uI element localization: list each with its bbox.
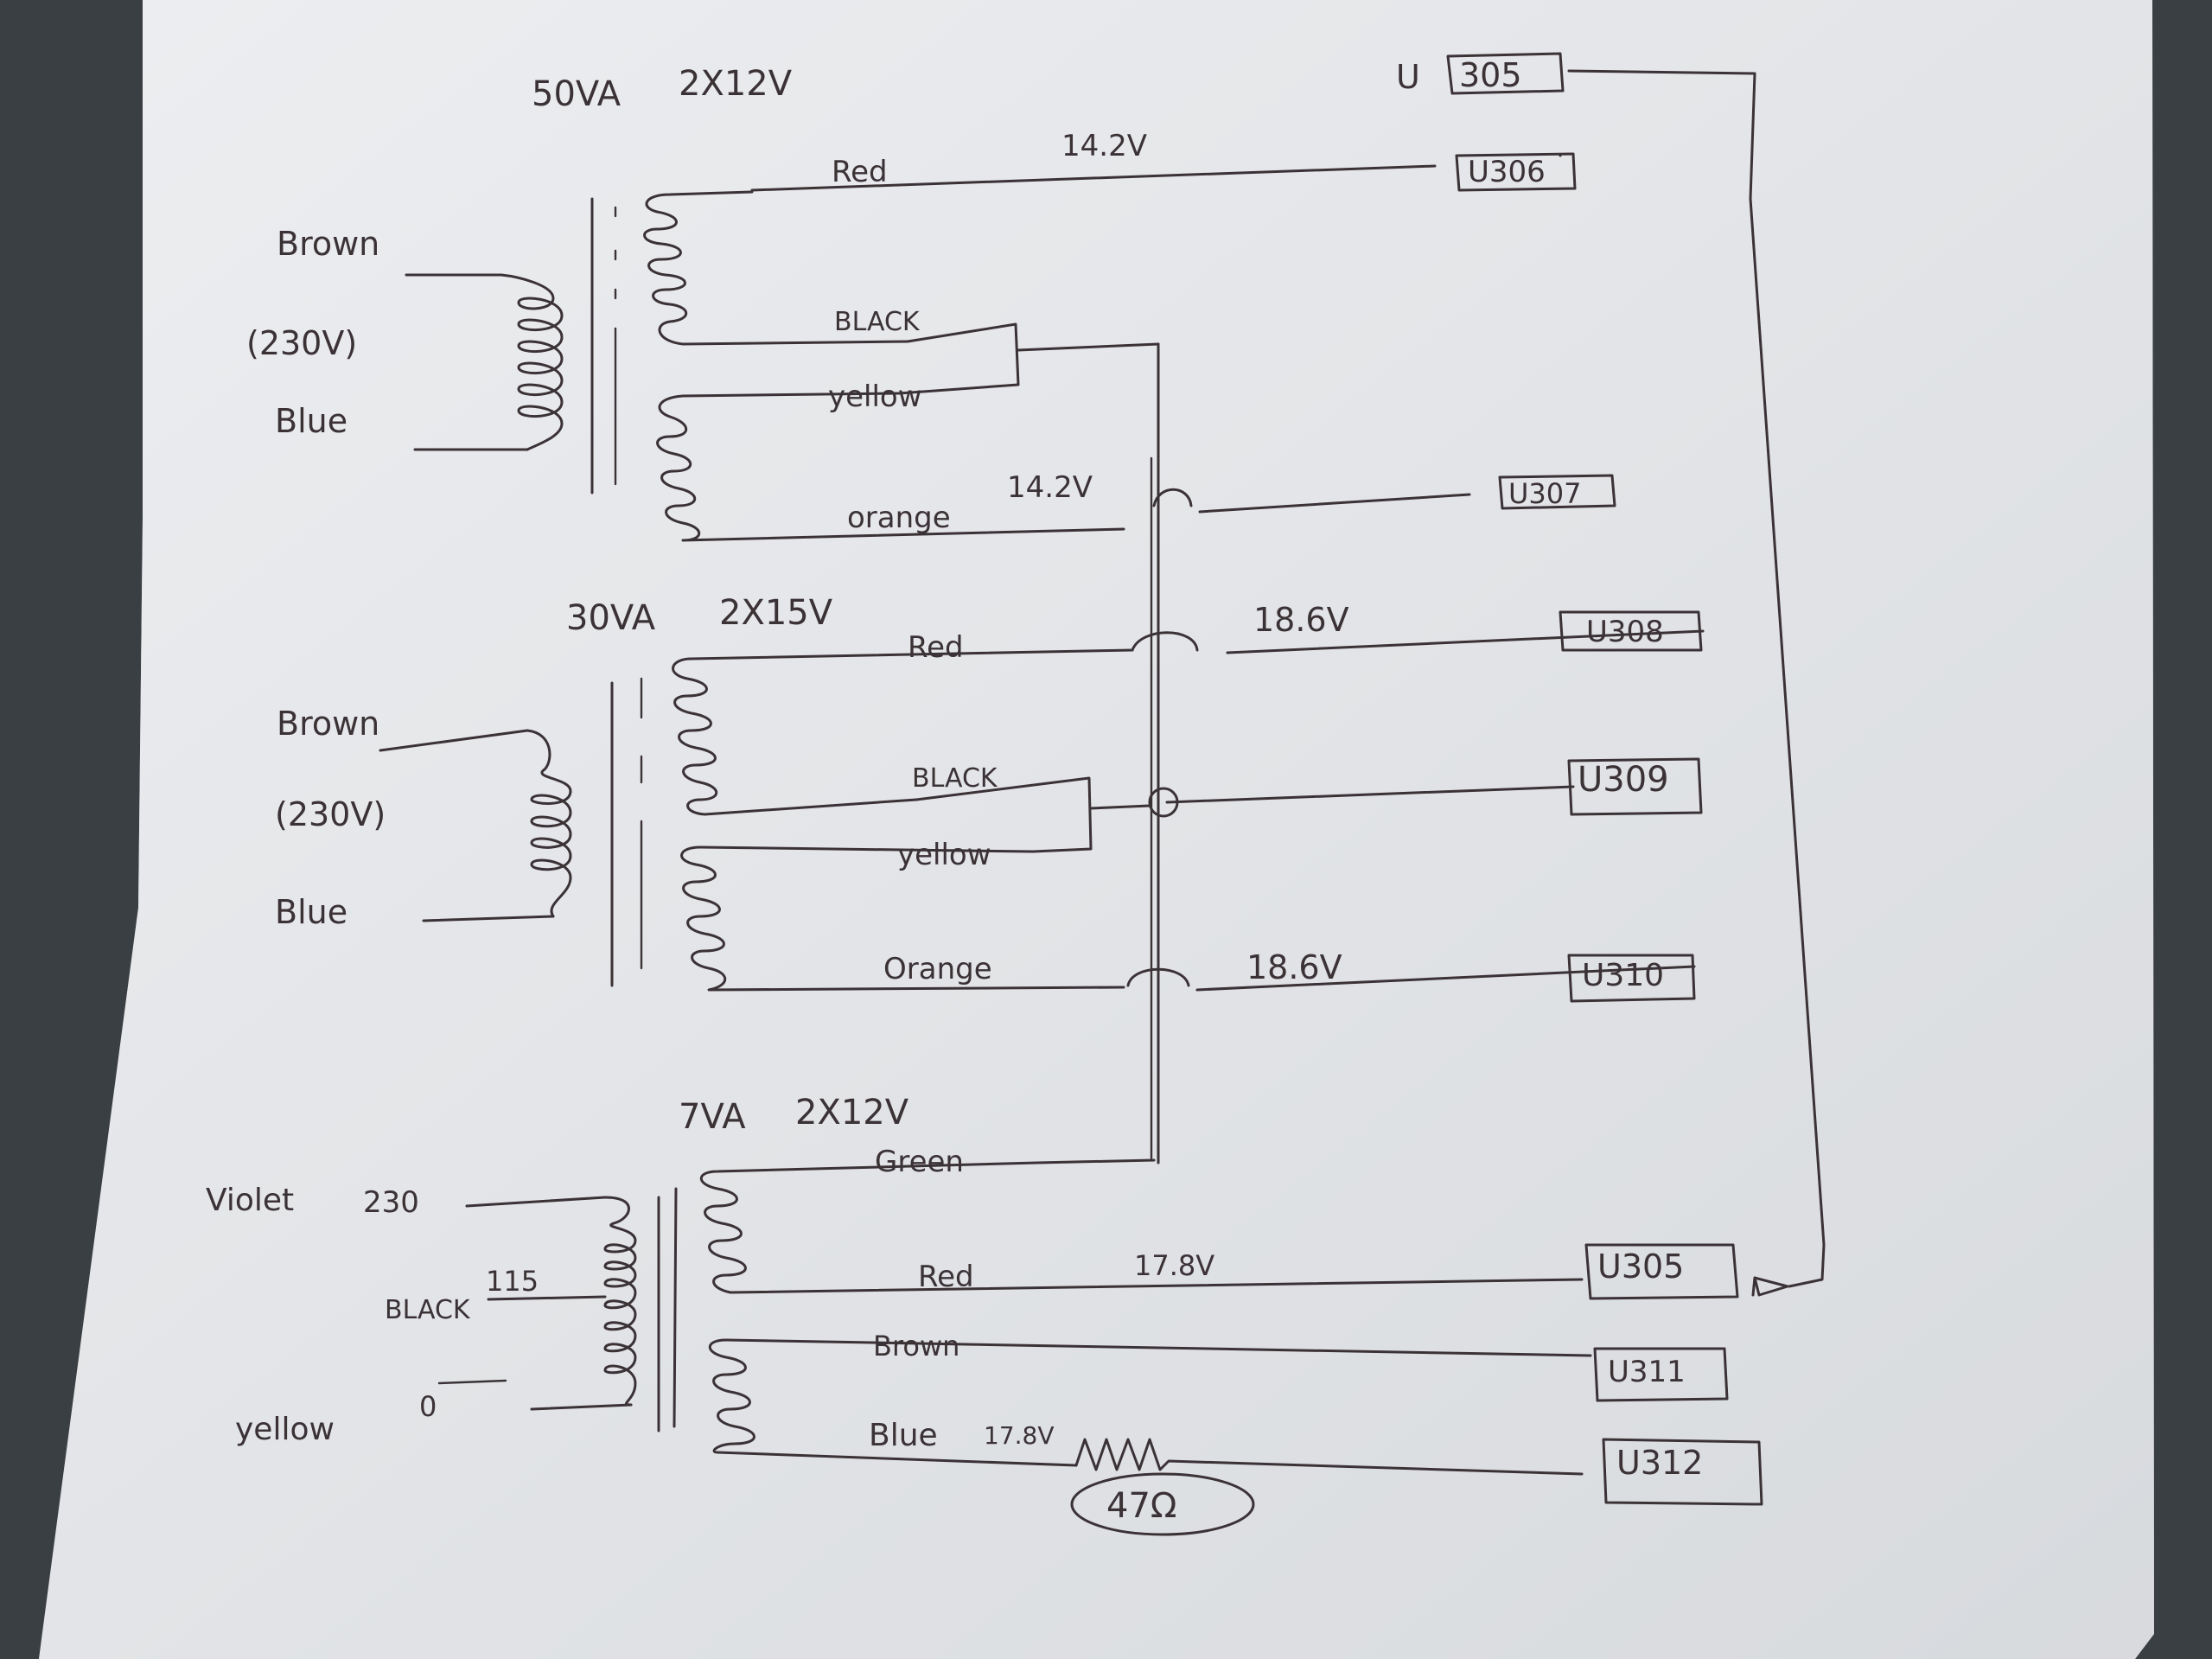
return-arrow-icon — [1751, 1276, 1789, 1297]
t1-voltage-label-bottom: 14.2V — [1007, 470, 1093, 505]
t2-primary-blue-label: Blue — [275, 893, 347, 931]
t3-secondary-coil-lower — [708, 1338, 1592, 1467]
connector-u308-box — [1559, 610, 1703, 652]
connector-u306-box — [1455, 152, 1577, 192]
connector-u305-top-prefix: U — [1396, 58, 1420, 96]
connector-u311-box — [1593, 1347, 1729, 1402]
t3-voltage: 2X12V — [795, 1093, 909, 1133]
t2-red-crossover — [1131, 631, 1199, 652]
t3-core-right — [673, 1187, 678, 1428]
t3-primary-lead-bottom — [530, 1403, 633, 1411]
connector-u309-box — [1567, 757, 1703, 816]
connector-u307-box — [1498, 474, 1616, 510]
t2-wire-yellow-label: yellow — [897, 838, 991, 872]
t2-secondary-coil-lower — [680, 845, 1125, 992]
t2-center-tap-bridge — [915, 776, 1093, 853]
t1-orange-crossover — [1152, 488, 1193, 507]
t1-secondary-coil-lower — [656, 392, 1125, 542]
t3-wire-red-label: Red — [918, 1260, 974, 1294]
transformer-30va: 30VA 2X15V Brown (230V) Blue Red 18.6V B… — [275, 593, 1705, 992]
t2-rating: 30VA — [566, 598, 656, 638]
t1-wire-yellow-label: yellow — [828, 380, 922, 414]
t2-wire-black-label: BLACK — [912, 763, 998, 794]
resistor-47-ohm: 47Ω — [1070, 1438, 1584, 1536]
t1-wire-black-label: BLACK — [834, 307, 921, 337]
connector-u311-label: U311 — [1608, 1355, 1686, 1389]
t2-voltage-label-top: 18.6V — [1253, 601, 1349, 639]
t1-rating: 50VA — [532, 74, 622, 114]
t3-primary-violet-label: Violet — [206, 1183, 294, 1218]
t2-primary-brown-label: Brown — [277, 705, 379, 743]
connector-u307-label: U307 — [1508, 477, 1582, 510]
t2-primary-coil — [526, 729, 572, 918]
resistor-value-circle — [1070, 1472, 1255, 1536]
t1-center-tap-bridge — [897, 322, 1020, 395]
connector-u309-label: U309 — [1578, 760, 1669, 800]
connector-u305-top-number: 305 — [1459, 56, 1522, 94]
t1-center-tap-lead — [1017, 342, 1160, 352]
t3-tap-115: 115 — [486, 1265, 539, 1298]
transformer-7va: 7VA 2X12V Violet 230 115 BLACK 0 yellow … — [206, 1093, 1592, 1467]
t3-primary-black-label: BLACK — [385, 1295, 471, 1325]
connector-u305-bottom-box — [1584, 1243, 1739, 1300]
common-ground-bus — [1148, 342, 1575, 1164]
t2-primary-lead-bottom — [422, 915, 555, 922]
t3-primary-coil — [603, 1196, 637, 1407]
t2-primary-voltage-label: (230V) — [275, 795, 386, 833]
t1-wire-red-label: Red — [832, 155, 888, 189]
resistor-value-label: 47Ω — [1106, 1486, 1176, 1526]
t2-red-wire — [1226, 629, 1705, 654]
connector-u310-box — [1567, 954, 1696, 1003]
t2-center-tap-lead — [1089, 804, 1151, 810]
connector-u312-label: U312 — [1616, 1444, 1703, 1482]
t1-voltage-label-top: 14.2V — [1061, 129, 1147, 163]
t3-wire-brown-label: Brown — [873, 1330, 959, 1362]
t3-tap-0: 0 — [419, 1390, 437, 1423]
bus-to-u309 — [1165, 785, 1575, 804]
u305-return-wire — [1567, 69, 1826, 1288]
t1-wire-orange-label: orange — [847, 501, 951, 535]
connector-u305-top-box — [1446, 52, 1565, 95]
t2-orange-wire — [1195, 965, 1696, 992]
t2-voltage: 2X15V — [719, 593, 833, 633]
connector-u310-label: U310 — [1582, 958, 1664, 993]
t3-wire-green-label: Green — [875, 1145, 964, 1179]
t2-wire-red-label: Red — [908, 630, 964, 665]
t3-green-to-bus — [1036, 1158, 1156, 1164]
t1-red-wire — [750, 164, 1437, 192]
connector-u312-box — [1602, 1438, 1763, 1506]
connector-u308-label: U308 — [1586, 615, 1664, 649]
t1-voltage: 2X12V — [679, 64, 793, 104]
t3-crossed-out-tap — [437, 1379, 507, 1385]
connector-boxes: U 305 U306 U307 U308 U309 U310 U305 U311… — [1396, 52, 1763, 1506]
t3-tap-230: 230 — [363, 1185, 419, 1220]
t3-primary-yellow-label: yellow — [235, 1412, 335, 1447]
connector-u306-label: U306 — [1468, 155, 1546, 189]
t2-wire-orange-label: Orange — [883, 952, 992, 986]
t2-voltage-label-bottom: 18.6V — [1246, 948, 1342, 986]
transformer-50va: 50VA 2X12V Brown (230V) Blue Red 14.2V B… — [246, 64, 1471, 542]
t3-wire-blue-label: Blue — [869, 1418, 938, 1453]
t1-primary-brown-label: Brown — [277, 225, 379, 263]
t3-voltage-label-top: 17.8V — [1134, 1249, 1214, 1282]
resistor-zigzag — [1074, 1438, 1584, 1476]
t1-primary-coil — [500, 273, 564, 451]
t1-secondary-coil-upper — [643, 190, 909, 346]
t3-primary-lead-top — [465, 1196, 607, 1208]
t2-primary-lead-top — [379, 729, 529, 752]
t3-secondary-coil-upper — [699, 1161, 1584, 1294]
t2-secondary-coil-upper — [672, 648, 1134, 816]
t3-primary-lead-mid — [487, 1295, 607, 1301]
connector-u305-bottom-label: U305 — [1597, 1247, 1684, 1286]
t3-voltage-label-bottom: 17.8V — [984, 1421, 1055, 1450]
t3-rating: 7VA — [679, 1097, 746, 1137]
t1-orange-wire — [1198, 493, 1471, 514]
t1-primary-voltage-label: (230V) — [246, 324, 357, 362]
t1-primary-blue-label: Blue — [275, 402, 347, 440]
